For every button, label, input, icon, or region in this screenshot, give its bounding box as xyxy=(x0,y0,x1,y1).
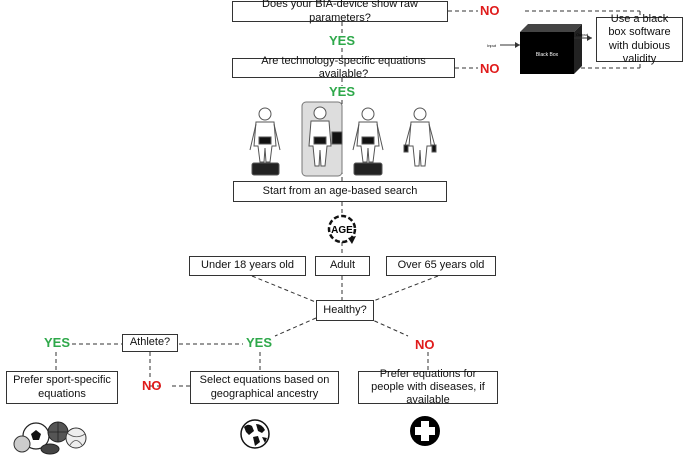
over-65-box: Over 65 years old xyxy=(386,256,496,276)
age-search-box: Start from an age-based search xyxy=(233,181,447,202)
black-box-outcome: Use a black box software with dubious va… xyxy=(596,13,683,65)
sports-balls-icon xyxy=(13,421,87,455)
no-label-tech-equations: NO xyxy=(480,61,500,76)
globe-icon xyxy=(240,419,270,449)
yes-label-raw-parameters: YES xyxy=(329,33,356,48)
under-18-box: Under 18 years old xyxy=(189,256,306,276)
technology-equations-question: Are technology-specific equations availa… xyxy=(232,55,455,80)
sport-specific-outcome: Prefer sport-specific equations xyxy=(6,371,118,404)
adult-box: Adult xyxy=(315,256,370,276)
black-box-icon: Input Black Box Output xyxy=(487,24,592,74)
no-label-athlete: NO xyxy=(142,378,162,393)
geographical-ancestry-outcome: Select equations based on geographical a… xyxy=(190,371,339,404)
yes-label-tech-equations: YES xyxy=(329,84,356,99)
black-box-output-label: Output xyxy=(576,32,589,37)
age-icon-label: AGE xyxy=(331,225,353,236)
age-icon: AGE xyxy=(327,214,357,244)
disease-equations-outcome: Prefer equations for people with disease… xyxy=(358,368,498,406)
black-box-core-label: Black Box xyxy=(536,52,559,58)
yes-label-healthy: YES xyxy=(246,335,273,350)
body-figures-icon xyxy=(249,101,437,177)
yes-label-athlete: YES xyxy=(44,335,71,350)
healthy-question: Healthy? xyxy=(316,300,374,321)
raw-parameters-question: Does your BIA-device show raw parameters… xyxy=(232,0,448,24)
athlete-question: Athlete? xyxy=(122,334,178,352)
no-label-raw-parameters: NO xyxy=(480,3,500,18)
no-label-healthy: NO xyxy=(415,337,435,352)
black-box-input-label: Input xyxy=(487,43,497,48)
medical-cross-icon xyxy=(410,416,440,446)
